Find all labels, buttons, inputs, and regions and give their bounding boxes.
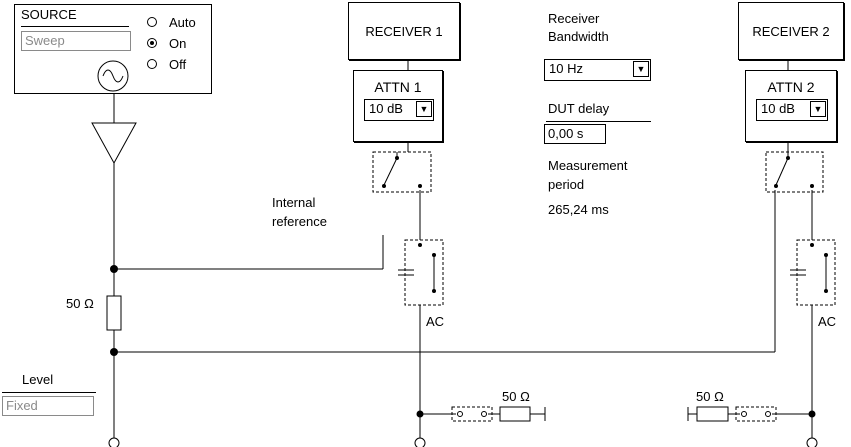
bandwidth-value: 10 Hz [549,61,583,76]
level-label: Level [22,372,54,387]
receiver-1-label: RECEIVER 1 [365,23,443,39]
attn-2-label: ATTN 2 [767,79,815,95]
radio-auto[interactable] [147,17,157,27]
attn-1-value: 10 dB [369,101,403,116]
receiver-2-label: RECEIVER 2 [752,23,830,39]
chevron-down-icon[interactable]: ▼ [633,61,649,77]
terminal-icon [108,437,120,447]
internal-ref-label-2: reference [272,214,327,229]
radio-on[interactable] [147,38,157,48]
resistor-main-label: 50 Ω [66,296,94,311]
ac-1-label: AC [426,314,445,329]
sine-source-icon [97,60,129,92]
switch-2-icon [765,151,824,193]
measurement-label-1: Measurement [548,158,628,173]
radio-auto-label: Auto [169,15,196,30]
ac-2-label: AC [818,314,837,329]
switch-1-icon [372,151,432,193]
measurement-value: 265,24 ms [548,202,609,217]
ac-coupling-1-icon [398,239,444,306]
receiver-1-button[interactable]: RECEIVER 1 [348,2,460,60]
junction-dot [416,410,424,418]
attn-2-select[interactable]: 10 dB ▼ [756,99,828,121]
junction-dot [110,348,118,356]
resistor-r2-label: 50 Ω [696,389,724,404]
termination-1-icon [451,406,531,422]
terminal-icon [806,437,818,447]
source-title-underline [21,26,129,27]
attn-1-label: ATTN 1 [374,79,422,95]
chevron-down-icon[interactable]: ▼ [416,101,432,117]
junction-dot [110,265,118,273]
attn-1-select[interactable]: 10 dB ▼ [364,99,434,121]
amplifier-icon [91,122,137,165]
terminal-icon [414,437,426,447]
bandwidth-select[interactable]: 10 Hz ▼ [544,59,651,81]
radio-off[interactable] [147,59,157,69]
bandwidth-label-1: Receiver [548,11,600,26]
radio-on-label: On [169,36,187,51]
dut-delay-underline [546,121,651,122]
resistor-r1-label: 50 Ω [502,389,530,404]
attn-2-value: 10 dB [761,101,795,116]
junction-dot [808,410,816,418]
level-field[interactable]: Fixed [2,396,94,416]
termination-2-icon [696,406,777,422]
dut-delay-label: DUT delay [548,101,610,116]
receiver-2-button[interactable]: RECEIVER 2 [738,2,844,60]
source-mode-field[interactable]: Sweep [21,31,131,51]
bandwidth-label-2: Bandwidth [548,29,609,44]
source-title: SOURCE [21,7,77,22]
source-panel: SOURCE Sweep Auto On Off [14,4,212,94]
measurement-label-2: period [548,177,585,192]
radio-off-label: Off [169,57,187,72]
attn-1-panel: ATTN 1 10 dB ▼ [353,70,443,142]
dut-delay-field[interactable]: 0,00 s [544,124,606,144]
internal-ref-label-1: Internal [272,195,316,210]
level-underline [2,392,96,393]
ac-coupling-2-icon [790,239,836,306]
resistor-main-icon [106,295,122,331]
attn-2-panel: ATTN 2 10 dB ▼ [745,70,837,142]
chevron-down-icon[interactable]: ▼ [810,101,826,117]
